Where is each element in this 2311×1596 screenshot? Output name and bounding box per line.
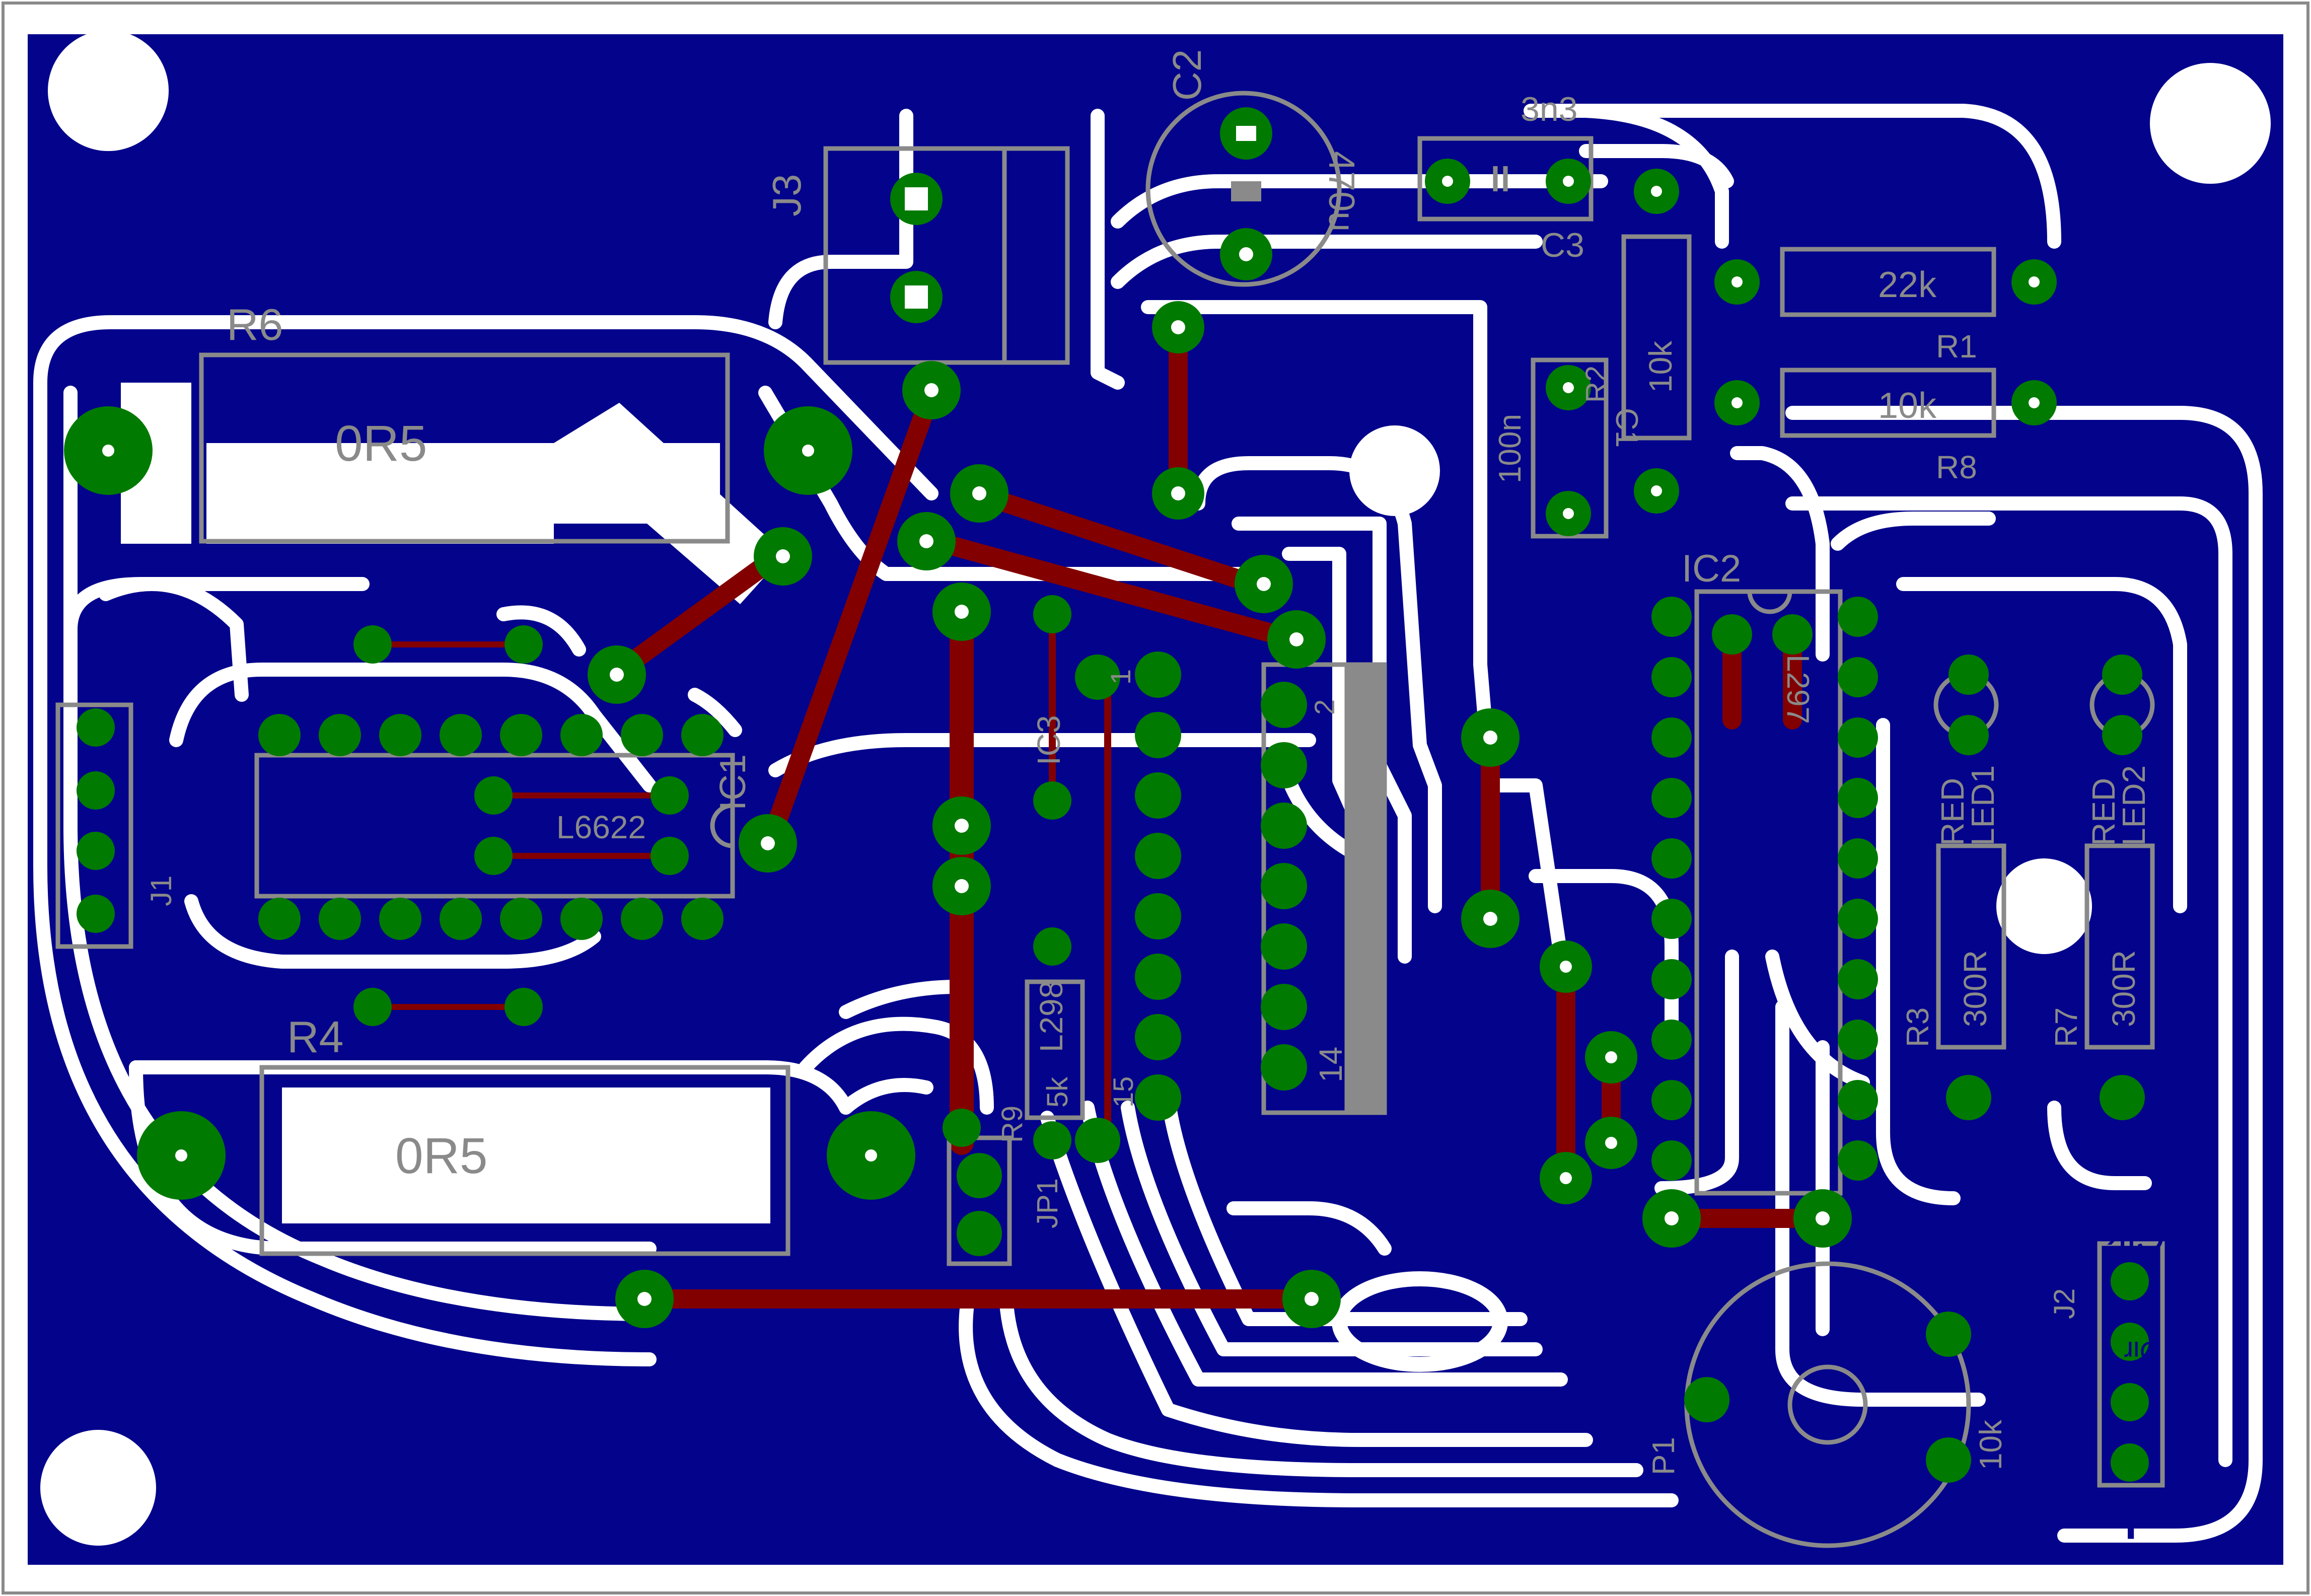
copper-free-regions	[121, 383, 785, 1223]
ic1-value: L6622	[556, 809, 646, 845]
led1-color: RED	[1934, 778, 1971, 846]
j1-label: J1	[145, 876, 178, 906]
ic3-pin14: 14	[1313, 1047, 1349, 1082]
r2-label: R2	[1580, 366, 1613, 403]
jp1-label: JP1	[1031, 1178, 1064, 1228]
ic3-pin1: 1	[1105, 669, 1136, 685]
r7-label: R7	[2049, 1007, 2084, 1047]
ic3-value: L298	[1033, 981, 1069, 1052]
r4-label: R4	[287, 1012, 344, 1062]
ic2-pads	[1651, 597, 1878, 1181]
ic3-label: IC3	[1031, 715, 1067, 765]
r8-value: 10k	[1878, 386, 1937, 426]
ic1-label: IC1	[713, 754, 753, 811]
dir-label: Dir	[2124, 1336, 2160, 1367]
j2-label: J2	[2048, 1288, 2081, 1319]
drill-holes	[102, 126, 2040, 1306]
led2-label: LED2	[2116, 765, 2152, 846]
plus-label: +	[2115, 1493, 2147, 1555]
ic3-pads	[1135, 651, 1307, 1121]
r2-value: 10k	[1642, 340, 1679, 393]
p1-label: P1	[1646, 1437, 1681, 1475]
p1-value: 10k	[1974, 1419, 2008, 1470]
c1-value: 100n	[1493, 414, 1528, 483]
r7-value: 300R	[2106, 950, 2142, 1027]
silkscreen-labels: R6 0R5 R4 0R5 J3 C2 470u 3n3 C3 100n C1 …	[145, 49, 2165, 1555]
clk-label: Clk	[2106, 1215, 2165, 1260]
r1-value: 22k	[1878, 265, 1937, 305]
led2-color: RED	[2085, 778, 2122, 846]
r6-value: 0R5	[335, 415, 427, 472]
c3-label: C3	[1541, 226, 1584, 264]
ic2-value: L297	[1780, 655, 1815, 724]
r3-value: 300R	[1957, 950, 1993, 1027]
ic2-label: IC2	[1682, 547, 1741, 590]
silkscreen	[55, 91, 2165, 1548]
c2-value: 470u	[1321, 151, 1361, 232]
led1-label: LED1	[1965, 765, 2001, 846]
c3-value: 3n3	[1521, 90, 1577, 128]
r4-value: 0R5	[395, 1128, 487, 1184]
c1-label: C1	[1609, 408, 1644, 448]
r3-label: R3	[1901, 1007, 1935, 1047]
r6-label: R6	[227, 300, 283, 349]
ic3-pin15: 15	[1107, 1076, 1139, 1108]
c2-label: C2	[1165, 49, 1209, 101]
r8-label: R8	[1936, 449, 1977, 485]
r9-value: 5k	[1041, 1076, 1074, 1108]
r1-label: R1	[1936, 328, 1977, 365]
r9-label: R9	[996, 1106, 1029, 1143]
ic3-pin2: 2	[1309, 699, 1340, 715]
square-pads	[905, 126, 1261, 309]
j3-label: J3	[764, 174, 809, 217]
ic1-pads	[258, 714, 724, 940]
header-pads	[77, 708, 2149, 1482]
